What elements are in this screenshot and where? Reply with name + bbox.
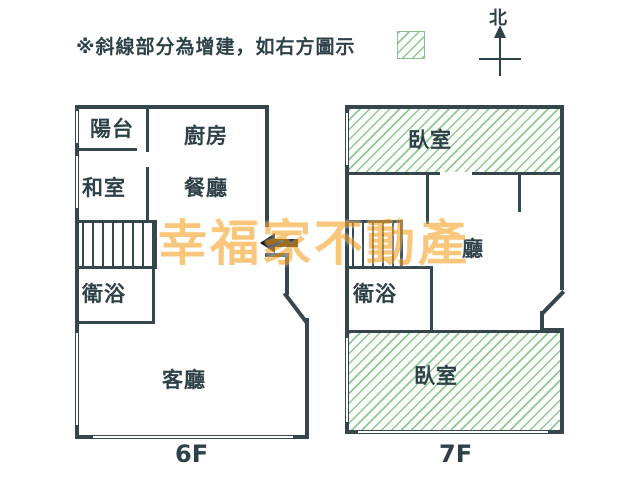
room-label-dining: 餐廳: [184, 176, 228, 200]
room-label-living: 客廳: [162, 368, 206, 392]
window-marker: [345, 113, 349, 165]
room-label-balcony: 陽台: [90, 117, 134, 141]
wall-segment: [426, 172, 429, 224]
window-marker: [75, 111, 79, 143]
wall-segment: [146, 105, 149, 152]
watermark: 幸福家不動產: [158, 215, 471, 272]
wall-segment: [75, 105, 267, 109]
wall-segment: [305, 318, 309, 439]
wall-segment: [345, 172, 440, 175]
wall-segment: [75, 266, 155, 269]
hatch-legend-swatch: [397, 31, 425, 59]
window-marker: [75, 156, 79, 208]
arrow-head: [260, 233, 275, 253]
wall-segment: [285, 253, 289, 295]
room-label-hall: 廳: [462, 237, 484, 261]
floor-label-7f: 7F: [439, 440, 473, 468]
compass-crossbar: [479, 58, 521, 60]
legend-note: ※斜線部分為增建，如右方圖示: [76, 36, 356, 58]
arrow-stem: [274, 239, 298, 247]
wall-segment: [518, 172, 521, 212]
wall-segment: [146, 167, 149, 222]
room-label-bathroom-6f: 衛浴: [82, 282, 126, 306]
wall-segment: [282, 292, 309, 324]
window-marker: [93, 435, 293, 439]
wall-segment: [430, 266, 433, 332]
wall-segment: [345, 105, 564, 109]
hatched-addition-bedroom-bottom: [349, 333, 560, 430]
wall-segment: [560, 105, 564, 290]
north-label: 北: [489, 8, 507, 29]
wall-segment: [345, 266, 433, 269]
floor-label-6f: 6F: [175, 440, 209, 468]
entrance-arrow-icon: [260, 232, 300, 254]
wall-segment: [560, 328, 564, 434]
stairs-7f: [352, 223, 400, 266]
wall-segment: [75, 105, 79, 439]
room-label-bedroom-top: 臥室: [408, 128, 452, 152]
room-label-kitchen: 廚房: [184, 124, 228, 148]
window-marker: [358, 430, 548, 434]
wall-segment: [152, 266, 155, 324]
compass-arrow-icon: [494, 25, 506, 38]
room-label-bathroom-7f: 衛浴: [353, 282, 397, 306]
window-marker: [345, 338, 349, 422]
compass-line: [499, 36, 501, 76]
stairs-6f: [82, 223, 154, 266]
hatched-addition-bedroom-top: [349, 109, 560, 172]
wall-segment: [154, 220, 157, 269]
wall-segment: [75, 220, 157, 223]
window-marker: [75, 333, 79, 425]
wall-segment: [75, 321, 155, 324]
wall-segment: [265, 253, 289, 257]
wall-segment: [75, 148, 137, 151]
wall-segment: [400, 220, 403, 269]
wall-segment: [345, 220, 403, 223]
room-label-japanese-room: 和室: [82, 176, 126, 200]
room-label-bedroom-bottom: 臥室: [414, 364, 458, 388]
wall-segment: [540, 311, 544, 332]
wall-segment: [265, 105, 269, 227]
wall-segment: [345, 105, 349, 434]
wall-segment: [345, 330, 564, 333]
